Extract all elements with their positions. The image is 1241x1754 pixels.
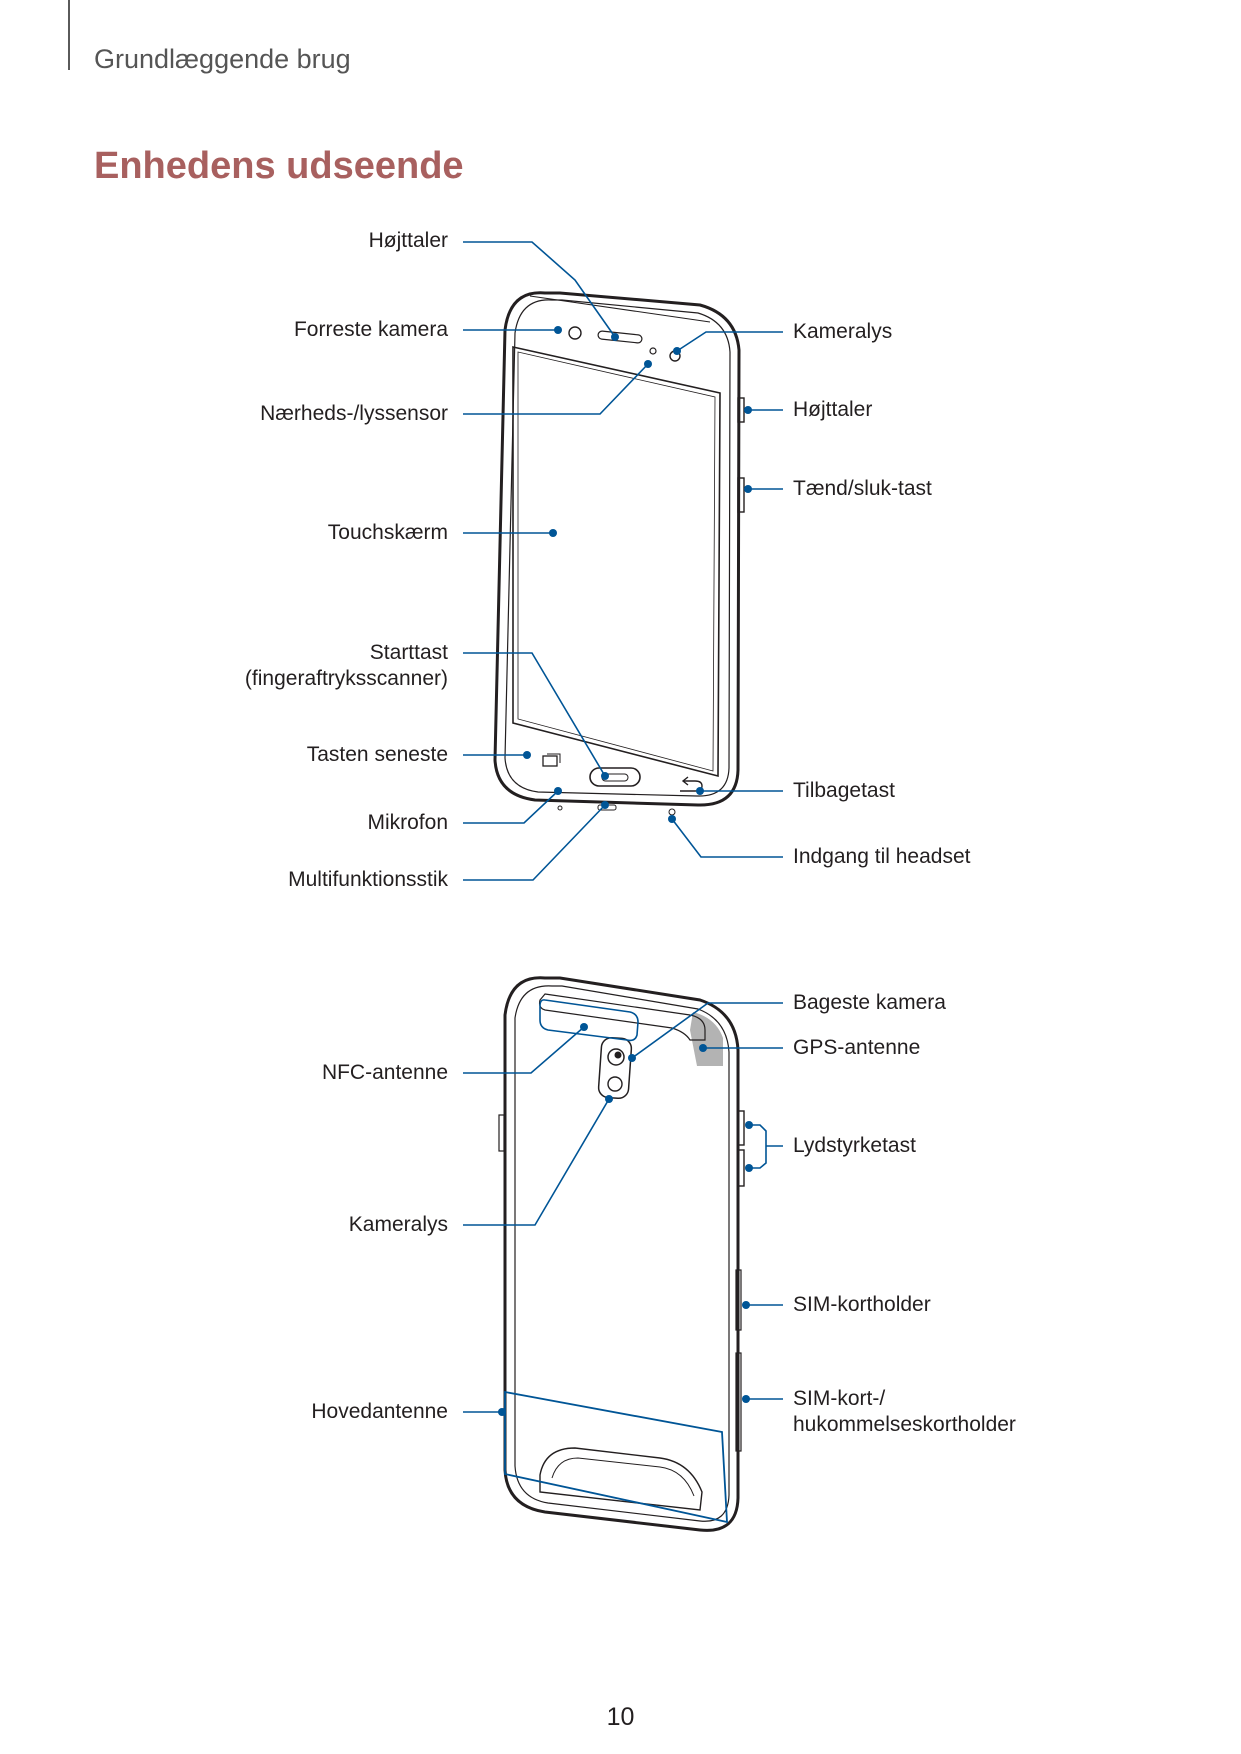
page-number: 10	[606, 1703, 635, 1731]
label-nfc-antenna: NFC-antenne	[322, 1061, 448, 1084]
label-back-key: Tilbagetast	[793, 779, 895, 802]
page-edge-bar	[68, 0, 70, 70]
label-proximity-sensor: Nærheds-/lyssensor	[260, 402, 448, 425]
back-callouts	[463, 999, 783, 1524]
front-callout-dots	[523, 326, 752, 823]
label-headset-jack: Indgang til headset	[793, 845, 971, 868]
label-sim-memory-tray-line1: SIM-kort-/	[793, 1387, 885, 1410]
label-power-key: Tænd/sluk-tast	[793, 477, 932, 500]
label-home-key-line1: Starttast	[370, 641, 448, 664]
label-main-antenna: Hovedantenne	[311, 1400, 448, 1423]
label-recent-key: Tasten seneste	[307, 743, 448, 766]
back-callout-dots	[498, 1023, 753, 1416]
label-sim-memory-tray-line2: hukommelseskortholder	[793, 1413, 1016, 1436]
label-gps-antenna: GPS-antenne	[793, 1036, 920, 1059]
front-right-labels: Kameralys Højttaler Tænd/sluk-tast Tilba…	[793, 320, 971, 868]
back-phone-drawing	[498, 976, 745, 1532]
label-rear-camera: Bageste kamera	[793, 991, 946, 1014]
front-left-labels: Højttaler Forreste kamera Nærheds-/lysse…	[245, 229, 449, 891]
front-phone-drawing	[493, 291, 745, 816]
label-touchscreen: Touchskærm	[328, 521, 448, 544]
label-sim-tray: SIM-kortholder	[793, 1293, 931, 1316]
label-volume-key: Lydstyrketast	[793, 1134, 916, 1157]
label-flash-front: Kameralys	[793, 320, 892, 343]
label-microphone: Mikrofon	[367, 811, 448, 834]
label-speaker-top: Højttaler	[369, 229, 448, 252]
label-speaker-side: Højttaler	[793, 398, 872, 421]
page-title: Enhedens udseende	[94, 145, 464, 187]
front-callouts	[463, 241, 783, 881]
back-left-labels: NFC-antenne Kameralys Hovedantenne	[311, 1061, 448, 1423]
back-right-labels: Bageste kamera GPS-antenne Lydstyrketast…	[793, 991, 1016, 1436]
label-home-key-line2: (fingeraftryksscanner)	[245, 667, 448, 690]
label-multipurpose-jack: Multifunktionsstik	[288, 868, 448, 891]
label-flash-rear: Kameralys	[349, 1213, 448, 1236]
section-header: Grundlæggende brug	[94, 44, 351, 74]
label-front-camera: Forreste kamera	[294, 318, 448, 341]
